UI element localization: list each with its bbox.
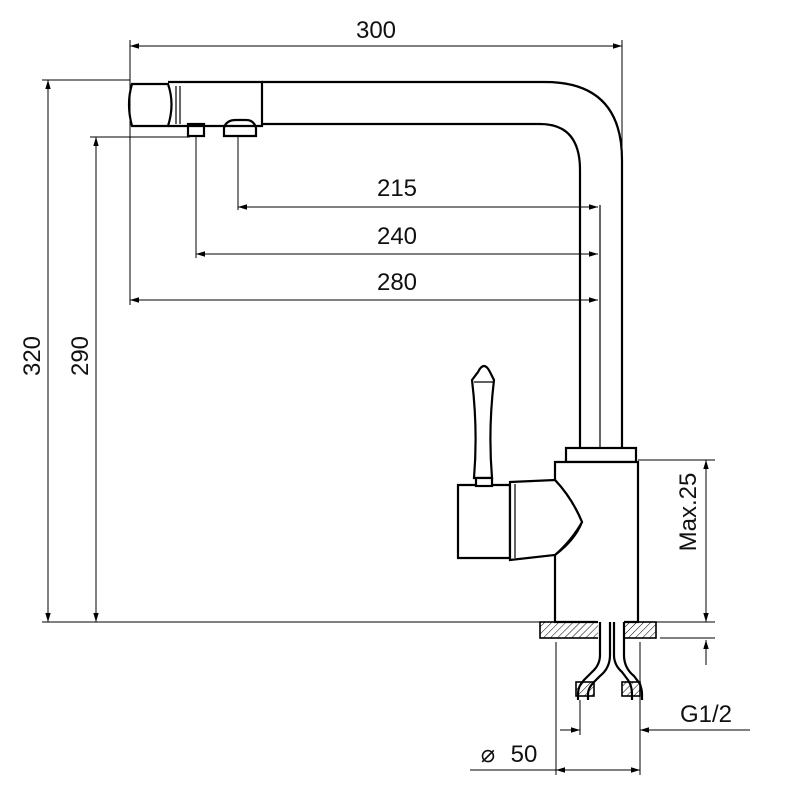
dim-reach-240: 240 bbox=[377, 223, 417, 250]
dim-total-height: 320 bbox=[19, 336, 46, 376]
dimension-labels: 300 215 240 280 320 290 Max.25 G1/2 ⌀ 50 bbox=[19, 17, 732, 768]
extension-lines bbox=[42, 40, 715, 775]
dim-base-diameter: 50 bbox=[511, 741, 538, 768]
dimension-lines bbox=[45, 43, 750, 773]
dim-spout-height: 290 bbox=[67, 336, 94, 376]
dim-total-width: 300 bbox=[356, 17, 396, 44]
dim-max-counter: Max.25 bbox=[675, 473, 702, 552]
dim-diameter-symbol: ⌀ bbox=[481, 741, 495, 768]
dim-reach-280: 280 bbox=[377, 269, 417, 296]
dim-thread: G1/2 bbox=[680, 701, 732, 728]
dim-reach-215: 215 bbox=[377, 175, 417, 202]
faucet-body bbox=[127, 80, 657, 700]
